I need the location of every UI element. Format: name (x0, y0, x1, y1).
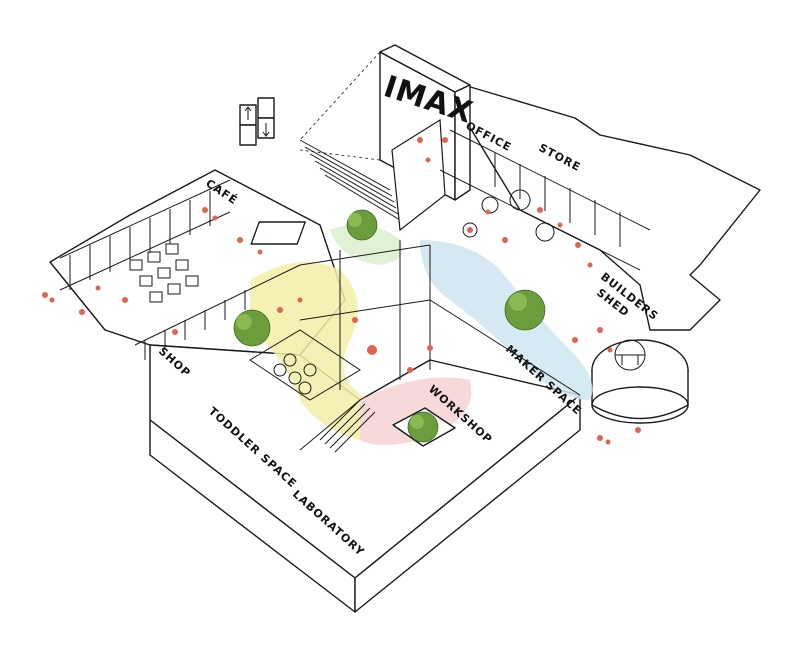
interior-structure (59, 129, 651, 453)
people-figures (42, 137, 641, 445)
tree-shop-court (233, 309, 271, 347)
elevator-icon (239, 97, 275, 146)
tree-cafe-court (250, 209, 378, 245)
tree-maker-court (504, 289, 546, 331)
imax-block (299, 44, 471, 232)
trees (233, 209, 546, 447)
tree-workshop-court (392, 407, 456, 447)
